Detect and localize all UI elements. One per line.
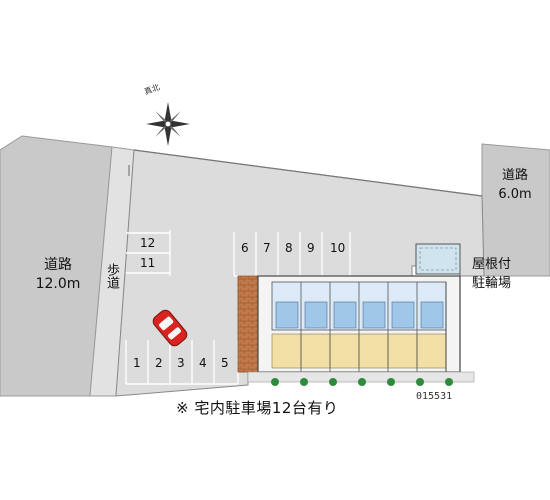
sidewalk-label: 歩道 [104, 263, 119, 289]
parking-row-top [233, 232, 351, 277]
parking-row-left [125, 340, 239, 385]
slot-label: 4 [199, 356, 207, 370]
side-road-width: 6.0m [498, 187, 532, 202]
slot-label: 3 [177, 356, 185, 370]
bicycle-parking-label: 屋根付 駐輪場 [472, 255, 511, 293]
slot-label: 7 [263, 241, 271, 255]
bicycle-parking [415, 243, 461, 275]
slot-label: 10 [330, 241, 345, 255]
bicycle-parking-line1: 屋根付 [472, 257, 512, 272]
main-road-name: 道路 [44, 257, 72, 273]
slot-label: 6 [241, 241, 249, 255]
main-road [0, 135, 113, 397]
side-road [481, 143, 550, 277]
slot-label: 11 [140, 256, 155, 270]
slot-label: 12 [140, 236, 155, 250]
brick-wall [237, 275, 259, 373]
bicycle-parking-line2: 駐輪場 [472, 276, 512, 291]
apartment-building [257, 275, 461, 373]
property-code: 015531 [416, 391, 453, 402]
side-road-name: 道路 [501, 168, 528, 183]
slot-label: 5 [221, 356, 229, 370]
slot-label: 2 [155, 356, 163, 370]
north-compass-icon [146, 102, 190, 146]
main-road-width: 12.0m [35, 276, 81, 292]
side-road-label: 道路 6.0m [487, 166, 543, 204]
parking-note: ※ 宅内駐車場12台有り [176, 399, 339, 417]
parking-stack [126, 230, 171, 276]
slot-label: 8 [285, 241, 293, 255]
slot-label: 9 [307, 241, 315, 255]
main-road-label: 道路 12.0m [28, 256, 88, 294]
slot-label: 1 [133, 356, 141, 370]
car-icon [152, 309, 188, 347]
tree-row [271, 378, 453, 386]
